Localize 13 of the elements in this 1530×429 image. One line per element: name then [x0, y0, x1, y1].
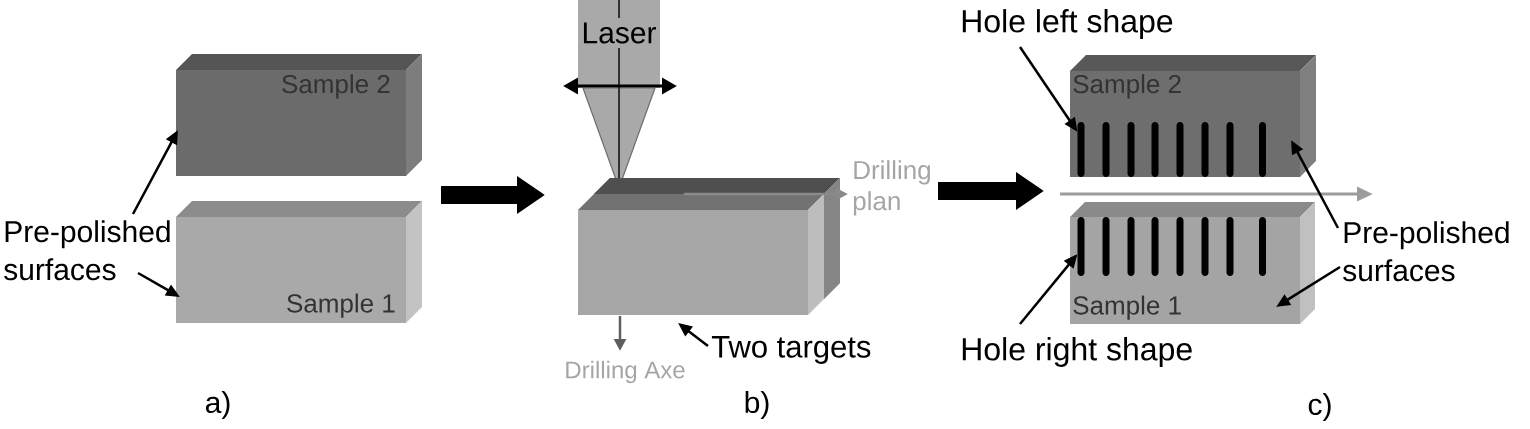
panel-label: c) [1308, 393, 1331, 421]
sample-block: Sample 1 [176, 201, 422, 323]
callout-label: Hole left shape [962, 9, 1173, 39]
direction-label: Drilling plan [853, 160, 930, 216]
callout-label: Pre-polished surfaces [1343, 221, 1509, 282]
panel-label: a) [205, 391, 230, 419]
callout-label: Pre-polished surfaces [4, 220, 170, 281]
target-block [578, 178, 840, 315]
callout-label: Hole right shape [962, 337, 1192, 367]
callout-label: Two targets [711, 336, 871, 364]
panel-label: b) [745, 391, 769, 419]
sample-block: Sample 2 [176, 54, 422, 176]
direction-label: Drilling Axe [566, 360, 685, 384]
